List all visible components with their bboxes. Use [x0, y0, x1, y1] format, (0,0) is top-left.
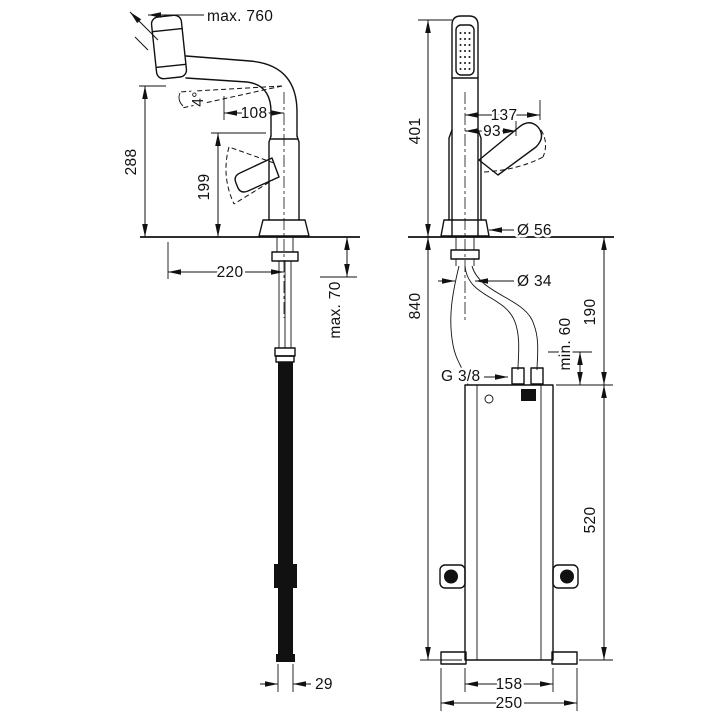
mounting-box — [439, 384, 579, 665]
dim-137-label: 137 — [491, 107, 518, 124]
dim-250-label: 250 — [496, 695, 523, 712]
handle-lever-front — [478, 122, 547, 176]
base-escutcheon-side — [258, 219, 310, 237]
box-foot-right — [551, 651, 578, 665]
dim-288-label: 288 — [123, 149, 140, 176]
handspray-outline — [150, 14, 188, 80]
dim-handle-length: 137 — [465, 100, 541, 127]
dim-shank-diameter: Ø 34 — [438, 271, 554, 293]
dim-401-label: 401 — [407, 118, 424, 145]
dim-deck-thickness: max. 70 — [320, 237, 357, 341]
dim-handle-projection: 93 — [465, 121, 517, 143]
dim-box-height: 520 — [579, 385, 613, 661]
dim-220-label: 220 — [217, 264, 244, 281]
dim-dia34-label: Ø 34 — [517, 273, 552, 290]
dim-base-diameter: Ø 56 — [489, 220, 554, 242]
dim-pullout-length: max. 760 — [129, 6, 275, 51]
mounting-shank-side — [271, 237, 299, 262]
dim-tilt-label: 4° — [190, 91, 207, 106]
dim-840-label: 840 — [407, 293, 424, 320]
supply-hoses-side — [274, 261, 296, 363]
mounting-tab-right — [552, 564, 579, 589]
supply-hoses-front — [450, 265, 544, 386]
left-view: max. 760 4° 108 288 199 — [121, 6, 360, 696]
dim-box-width: 158 — [464, 668, 554, 696]
dim-base-width: 250 — [440, 668, 578, 715]
dim-outlet-offset: 108 — [223, 96, 284, 125]
right-view: G 3/8 401 137 — [405, 15, 614, 715]
dim-93-label: 93 — [483, 123, 501, 140]
base-escutcheon-front — [440, 219, 490, 237]
dim-199-label: 199 — [196, 174, 213, 201]
dim-total-height: 401 — [405, 19, 452, 237]
dim-reach: 220 — [167, 242, 284, 284]
dim-tilt-angle: 4° — [177, 85, 283, 109]
dim-158-label: 158 — [496, 676, 523, 693]
dim-pullout-label: max. 760 — [207, 8, 273, 25]
dim-top-offset: 190 — [556, 237, 613, 386]
box-foot-left — [440, 651, 467, 665]
dim-190-label: 190 — [582, 299, 599, 326]
dim-hose-length: 840 — [405, 237, 462, 661]
dim-29-label: 29 — [315, 676, 333, 693]
dim-thread: G 3/8 — [439, 366, 508, 388]
dim-spout-height: 288 — [121, 85, 166, 237]
dim-min-clearance: min. 60 — [548, 315, 592, 385]
mounting-shank-front — [450, 237, 480, 266]
dim-520-label: 520 — [582, 507, 599, 534]
dim-min60-label: min. 60 — [557, 317, 574, 370]
dim-max70-label: max. 70 — [327, 281, 344, 338]
dim-clearance-height: 199 — [194, 132, 266, 237]
dim-g38-label: G 3/8 — [441, 368, 480, 385]
mounting-tab-left — [439, 564, 466, 589]
dim-108-label: 108 — [241, 105, 268, 122]
pullout-hose — [274, 362, 297, 662]
dim-hose-width: 29 — [260, 664, 335, 696]
spray-face-dots — [459, 32, 471, 70]
handle-lever-side — [225, 146, 280, 205]
dim-dia56-label: Ø 56 — [517, 222, 552, 239]
